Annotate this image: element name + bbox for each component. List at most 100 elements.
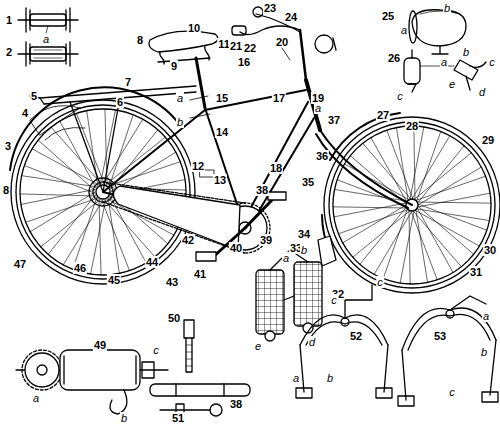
headlamp-detail <box>409 11 417 43</box>
pedal-detail <box>265 331 275 341</box>
spoke <box>383 209 407 279</box>
frame <box>320 130 412 205</box>
spoke <box>418 193 490 207</box>
spoke <box>21 189 96 204</box>
spoke <box>411 211 437 280</box>
callout-number: 29 <box>481 134 495 146</box>
callout-letter: c <box>448 386 456 398</box>
callout-letter: e <box>448 78 456 90</box>
brake-detail <box>300 345 388 392</box>
brake-detail <box>398 296 498 406</box>
callout-number: 41 <box>193 268 207 280</box>
callout-letter: a <box>292 372 300 384</box>
brake-detail <box>296 388 312 398</box>
spoke <box>334 203 406 217</box>
callout-letter: a <box>42 33 50 45</box>
spoke <box>76 113 104 184</box>
callout-letter: c <box>396 90 404 102</box>
callout-number: 43 <box>165 276 179 288</box>
spoke <box>91 200 106 275</box>
frame <box>316 134 408 208</box>
callout-number: 14 <box>215 126 229 138</box>
hub-detail <box>18 8 78 66</box>
callout-number: 53 <box>433 330 447 342</box>
callout-number: 42 <box>181 234 195 246</box>
callout-letter: e <box>254 340 262 352</box>
callout-number: 7 <box>124 76 132 88</box>
callout-letter: b <box>326 372 334 384</box>
callout-number: 8 <box>136 34 144 46</box>
coaster-hub-detail <box>37 365 47 375</box>
callout-letter: b <box>176 116 184 128</box>
frame <box>205 90 306 110</box>
callout-number: 31 <box>469 266 483 278</box>
callout-number: 39 <box>259 234 273 246</box>
saddle <box>149 31 218 52</box>
callout-number: 46 <box>73 262 87 274</box>
rear-rack <box>70 97 120 192</box>
spoke <box>415 210 479 246</box>
callout-number: 26 <box>387 52 401 64</box>
callout-letter: c <box>376 276 384 288</box>
coaster-hub-detail <box>22 350 62 390</box>
hub-detail <box>18 53 78 54</box>
front-wheel <box>318 236 336 266</box>
coaster-hub-detail <box>110 390 127 414</box>
callout-letter: d <box>478 86 486 98</box>
callout-number: 8 <box>2 184 10 196</box>
drivetrain <box>268 192 286 200</box>
callout-number: 24 <box>284 11 298 23</box>
handlebar <box>253 7 263 17</box>
callout-number: 5 <box>30 90 38 102</box>
hub-detail <box>26 42 70 66</box>
callout-number: 30 <box>483 244 497 256</box>
small-parts <box>186 338 192 372</box>
spoke <box>99 199 101 275</box>
saddle <box>196 58 205 108</box>
spoke <box>335 189 408 201</box>
brake-detail <box>446 310 454 318</box>
brake-detail <box>402 308 496 350</box>
callout-number: 9 <box>170 60 178 72</box>
spoke <box>360 207 407 264</box>
spoke <box>108 162 180 186</box>
saddle <box>158 58 210 62</box>
callout-number: 38 <box>255 184 269 196</box>
callout-letter: a <box>176 92 184 104</box>
rear-rack <box>30 86 196 192</box>
saddle <box>149 31 218 118</box>
callout-number: 12 <box>191 160 205 172</box>
brake-detail <box>450 296 486 310</box>
spoke <box>108 198 119 273</box>
pedal-detail <box>256 270 284 334</box>
drivetrain <box>196 252 216 261</box>
callout-number: 27 <box>376 109 390 121</box>
spoke <box>103 119 143 184</box>
spoke <box>410 127 424 199</box>
handlebar <box>282 48 290 60</box>
callout-number: 36 <box>315 150 329 162</box>
callout-letter: b <box>480 346 488 358</box>
spoke <box>417 202 491 203</box>
saddle <box>190 96 210 118</box>
callout-number: 15 <box>215 92 229 104</box>
spoke <box>400 211 414 283</box>
callout-number: 47 <box>13 258 27 270</box>
spoke <box>24 165 95 193</box>
callout-number: 23 <box>263 2 277 14</box>
callout-letter: b <box>462 46 470 58</box>
spoke <box>412 136 450 199</box>
handlebar <box>300 30 306 80</box>
spoke <box>409 210 410 284</box>
spoke <box>333 207 407 208</box>
callout-letter: b <box>443 2 451 14</box>
small-parts <box>176 384 224 396</box>
rear-wheel <box>10 87 195 284</box>
brake-detail <box>482 392 498 402</box>
callout-letter: c <box>152 344 160 356</box>
dynamo-detail <box>420 66 454 67</box>
handlebar <box>232 7 336 80</box>
brake-detail <box>398 396 414 406</box>
headlamp-detail <box>412 10 466 46</box>
spoke <box>413 211 461 267</box>
